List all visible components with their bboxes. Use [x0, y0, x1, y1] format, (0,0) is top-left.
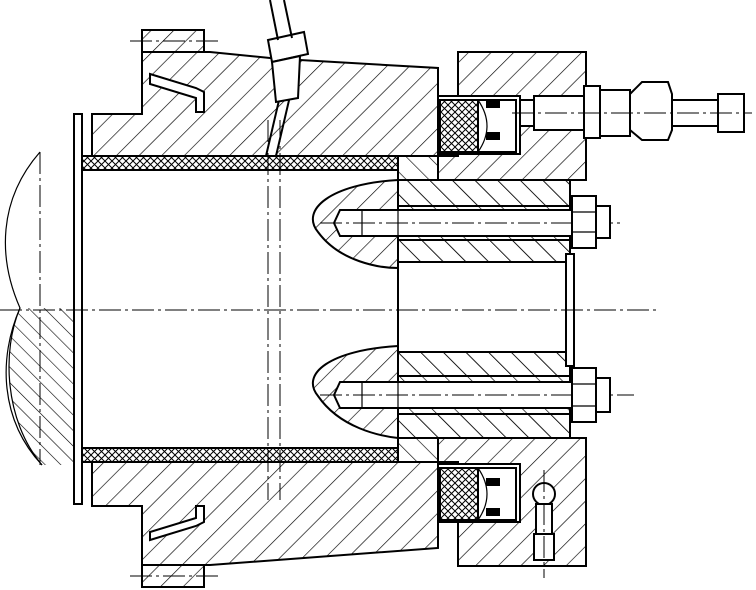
housing-lower [91, 461, 439, 566]
housing-upper [91, 51, 439, 157]
hose-fitting [512, 81, 752, 141]
packing-upper [439, 99, 479, 153]
seal-ring-upper [477, 99, 517, 153]
flange-ear-top [130, 29, 220, 53]
hex-nut-upper [571, 195, 611, 249]
hex-nut-lower [571, 367, 611, 423]
stud-bolt-upper [320, 209, 620, 237]
stud-bolt-lower [320, 381, 634, 409]
packing-lower [439, 467, 479, 521]
flange-ear-bottom [130, 564, 220, 588]
seal-ring-lower [477, 467, 517, 521]
lube-pipe [265, 0, 310, 157]
shaft [4, 113, 83, 505]
grease-nipple [532, 470, 556, 578]
